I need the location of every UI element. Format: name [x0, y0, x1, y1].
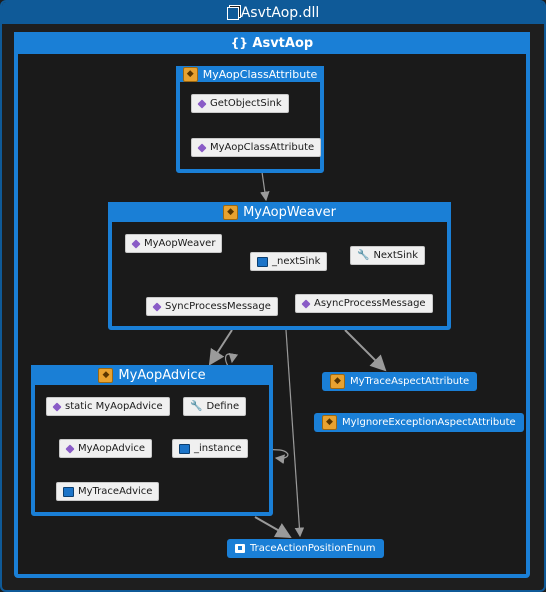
- field-icon: [257, 256, 268, 267]
- class-icon: ◆: [330, 374, 345, 389]
- member-define[interactable]: 🔧 Define: [183, 397, 247, 416]
- namespace-header[interactable]: {} AsvtAop: [14, 32, 530, 54]
- node-label: MyIgnoreExceptionAspectAttribute: [342, 417, 516, 428]
- class-icon: ◆: [322, 415, 337, 430]
- namespace-title: AsvtAop: [252, 35, 314, 51]
- member-label: _nextSink: [272, 256, 321, 267]
- class-title: MyAopWeaver: [243, 204, 336, 220]
- enum-icon: [235, 544, 245, 553]
- method-icon: [301, 298, 311, 309]
- member-label: static MyAopAdvice: [65, 401, 163, 412]
- member-next-sink-field[interactable]: _nextSink: [250, 252, 328, 271]
- method-icon: [131, 238, 141, 249]
- class-title: MyAopClassAttribute: [202, 67, 318, 81]
- class-icon: ◆: [98, 367, 114, 383]
- member-advice-ctor[interactable]: MyAopAdvice: [59, 439, 153, 458]
- member-async-process-message[interactable]: AsyncProcessMessage: [295, 294, 433, 313]
- member-instance-field[interactable]: _instance: [172, 439, 249, 458]
- class-title: MyAopAdvice: [118, 367, 206, 383]
- field-icon: [179, 443, 190, 454]
- class-header[interactable]: ◆ MyAopAdvice: [31, 365, 273, 385]
- member-get-object-sink[interactable]: GetObjectSink: [191, 94, 289, 113]
- member-my-trace-advice[interactable]: MyTraceAdvice: [56, 482, 160, 501]
- member-class-attribute-ctor[interactable]: MyAopClassAttribute: [191, 138, 322, 157]
- method-icon: [65, 443, 75, 454]
- member-label: MyAopWeaver: [144, 238, 216, 249]
- assembly-header[interactable]: AsvtAop.dll: [2, 2, 544, 24]
- node-label: MyTraceAspectAttribute: [350, 376, 470, 387]
- class-header[interactable]: ◆ MyAopWeaver: [108, 202, 451, 222]
- member-label: AsyncProcessMessage: [314, 298, 426, 309]
- member-sync-process-message[interactable]: SyncProcessMessage: [146, 297, 278, 316]
- method-icon: [197, 98, 207, 109]
- member-static-ctor[interactable]: static MyAopAdvice: [46, 397, 170, 416]
- member-label: SyncProcessMessage: [165, 301, 271, 312]
- class-icon: ◆: [182, 66, 198, 82]
- member-weaver-ctor[interactable]: MyAopWeaver: [125, 234, 223, 253]
- member-label: NextSink: [373, 250, 419, 261]
- member-label: MyAopAdvice: [78, 443, 146, 454]
- class-icon: ◆: [223, 204, 239, 220]
- method-icon: [152, 301, 162, 312]
- node-label: TraceActionPositionEnum: [250, 543, 376, 554]
- node-my-trace-aspect-attribute[interactable]: ◆ MyTraceAspectAttribute: [322, 372, 478, 391]
- method-icon: [52, 401, 62, 412]
- wrench-icon: 🔧: [190, 401, 203, 412]
- method-icon: [197, 142, 207, 153]
- member-label: _instance: [194, 443, 242, 454]
- namespace-icon: {}: [230, 36, 248, 50]
- member-label: MyTraceAdvice: [78, 486, 153, 497]
- assembly-icon: [226, 6, 239, 20]
- member-next-sink-property[interactable]: 🔧 NextSink: [350, 246, 426, 265]
- node-my-ignore-exception-aspect-attribute[interactable]: ◆ MyIgnoreExceptionAspectAttribute: [314, 413, 524, 432]
- assembly-title: AsvtAop.dll: [240, 5, 320, 21]
- class-header[interactable]: ◆ MyAopClassAttribute: [176, 66, 324, 82]
- member-label: MyAopClassAttribute: [210, 142, 315, 153]
- member-label: GetObjectSink: [210, 98, 282, 109]
- field-icon: [63, 486, 74, 497]
- node-trace-action-position-enum[interactable]: TraceActionPositionEnum: [227, 539, 384, 558]
- member-label: Define: [206, 401, 240, 412]
- wrench-icon: 🔧: [357, 250, 370, 261]
